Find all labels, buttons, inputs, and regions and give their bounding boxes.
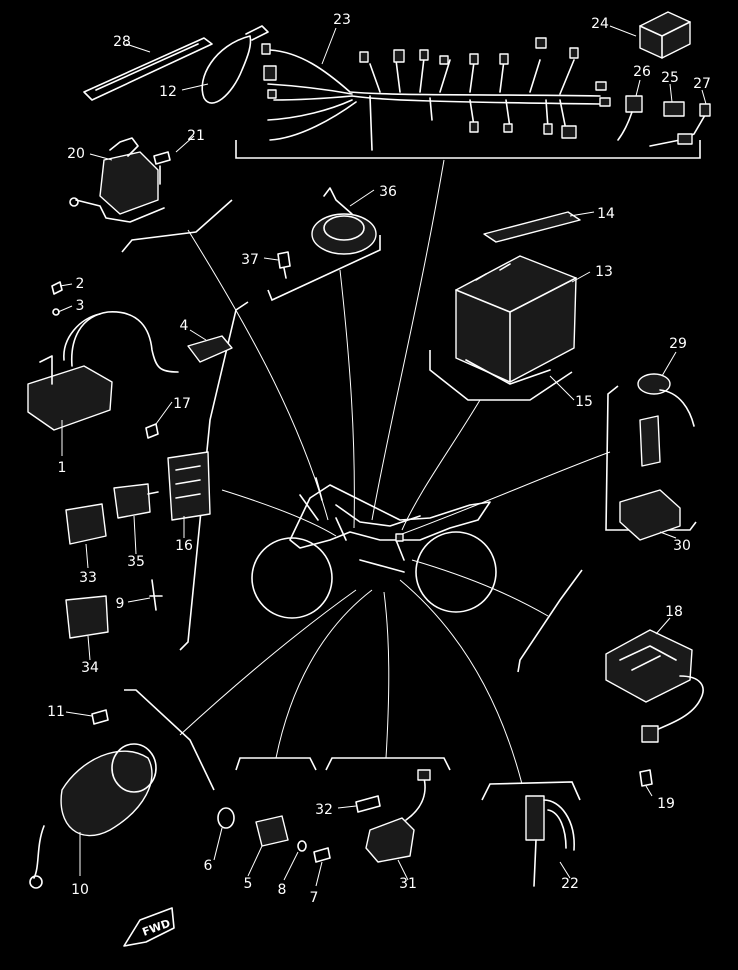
gasket — [217, 807, 235, 829]
screw-17 — [145, 423, 159, 439]
group-bracket-rear-switch — [481, 781, 581, 801]
callout-20: 20 — [67, 146, 85, 162]
callout-21: 21 — [187, 128, 205, 144]
callout-36: 36 — [379, 184, 397, 200]
rectifier-regulator — [167, 451, 211, 521]
callout-9: 9 — [116, 596, 125, 612]
callout-19: 19 — [657, 796, 675, 812]
cable-tie — [83, 37, 213, 101]
screw-7 — [313, 847, 331, 863]
callout-10: 10 — [71, 882, 89, 898]
coupler-cover — [639, 11, 691, 59]
callout-30: 30 — [673, 538, 691, 554]
ignition-coil — [27, 311, 179, 431]
starter-motor — [29, 743, 157, 889]
fwd-label: FWD — [141, 917, 172, 939]
callout-34: 34 — [81, 660, 99, 676]
wire-harness — [261, 37, 611, 151]
callout-25: 25 — [661, 70, 679, 86]
group-bracket-left-electrics — [179, 301, 249, 651]
flasher-relay — [65, 595, 109, 639]
battery-case — [465, 359, 551, 385]
callout-35: 35 — [127, 554, 145, 570]
group-bracket-starter-motor — [124, 689, 215, 791]
callout-3: 3 — [76, 298, 85, 314]
callout-24: 24 — [591, 16, 609, 32]
bolt — [277, 251, 291, 279]
callout-6: 6 — [204, 858, 213, 874]
callout-15: 15 — [575, 394, 593, 410]
callout-32: 32 — [315, 802, 333, 818]
rear-brake-switch — [525, 795, 575, 887]
callout-37: 37 — [241, 252, 259, 268]
screw-19 — [639, 769, 653, 787]
group-bracket-main-switch — [121, 199, 233, 253]
bolt-11 — [91, 709, 109, 725]
screw-32 — [355, 795, 381, 813]
fuse-box — [619, 489, 681, 541]
wire-band — [201, 25, 269, 104]
motorcycle-outline — [251, 477, 497, 619]
neutral-switch — [255, 815, 289, 847]
leader-curves — [179, 159, 611, 785]
starter-relay — [65, 503, 107, 545]
callout-23: 23 — [333, 12, 351, 28]
group-bracket-harness — [235, 140, 701, 159]
callout-27: 27 — [693, 76, 711, 92]
group-bracket-fuse-holder — [605, 385, 697, 531]
coupler — [663, 101, 685, 117]
callout-numbers: 28 12 23 24 26 25 27 20 21 36 37 14 13 1… — [47, 12, 711, 906]
pickup-coil — [365, 769, 431, 863]
spark-plug-cap — [187, 335, 233, 363]
group-bracket-neutral-switch — [235, 757, 317, 771]
callout-16: 16 — [175, 538, 193, 554]
group-bracket-horn — [267, 235, 381, 302]
callout-28: 28 — [113, 34, 131, 50]
callout-5: 5 — [244, 876, 253, 892]
callout-4: 4 — [180, 318, 189, 334]
battery — [455, 255, 577, 383]
callout-13: 13 — [595, 264, 613, 280]
callout-29: 29 — [669, 336, 687, 352]
bolt-2 — [51, 281, 63, 295]
callout-leaders — [57, 25, 707, 887]
group-bracket-pickup — [325, 757, 451, 771]
callout-33: 33 — [79, 570, 97, 586]
screw — [153, 151, 171, 185]
fwd-arrow: FWD — [123, 907, 175, 947]
callout-11: 11 — [47, 704, 65, 720]
callout-2: 2 — [76, 276, 85, 292]
battery-band — [483, 211, 581, 243]
callout-1: 1 — [58, 460, 67, 476]
lead-wire — [617, 95, 643, 141]
sensor — [149, 579, 163, 611]
callout-7: 7 — [310, 890, 319, 906]
group-bracket-cdi — [517, 569, 583, 673]
washer-8 — [297, 840, 307, 852]
callout-31: 31 — [399, 876, 417, 892]
callout-22: 22 — [561, 876, 579, 892]
callout-26: 26 — [633, 64, 651, 80]
callout-8: 8 — [278, 882, 287, 898]
cdi-unit — [605, 629, 704, 743]
callout-18: 18 — [665, 604, 683, 620]
fuse-holder — [637, 373, 695, 467]
group-bracket-battery — [429, 350, 573, 401]
main-switch — [69, 137, 165, 223]
callout-14: 14 — [597, 206, 615, 222]
callout-17: 17 — [173, 396, 191, 412]
relay — [113, 483, 159, 519]
horn — [311, 187, 377, 255]
fuse — [649, 103, 711, 147]
callout-12: 12 — [159, 84, 177, 100]
